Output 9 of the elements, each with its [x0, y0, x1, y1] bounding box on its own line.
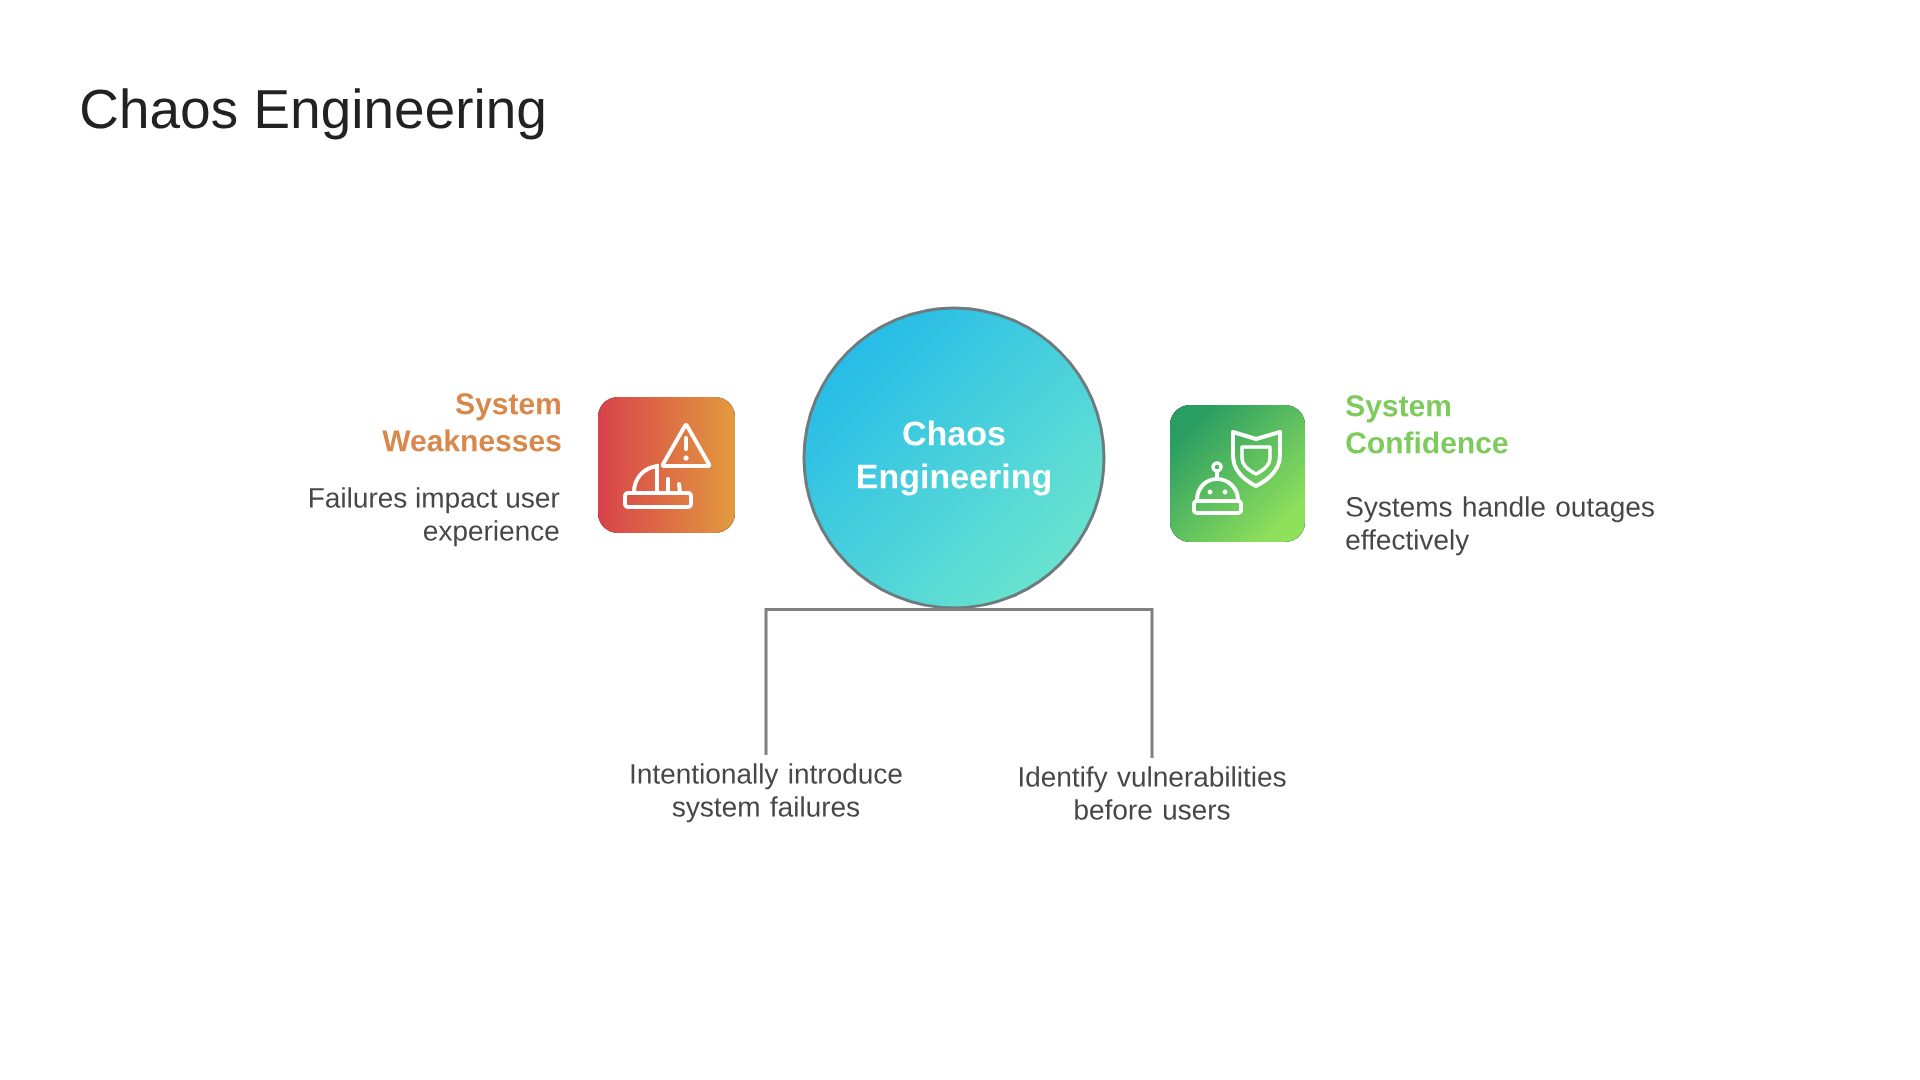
- description-text: Failures impact user experience: [310, 487, 560, 547]
- description-text: Systems handle outages effectively: [1346, 496, 1654, 556]
- section-heading: System Confidence: [1346, 395, 1508, 454]
- description-text: Intentionally introduce system failures: [631, 763, 902, 823]
- section-heading: System Weaknesses: [382, 393, 561, 452]
- connector-line: [764, 608, 954, 755]
- title: Chaos Engineering: [82, 88, 544, 140]
- connector-line: [954, 608, 1154, 758]
- description-text: Identify vulnerabilities before users: [1019, 766, 1286, 820]
